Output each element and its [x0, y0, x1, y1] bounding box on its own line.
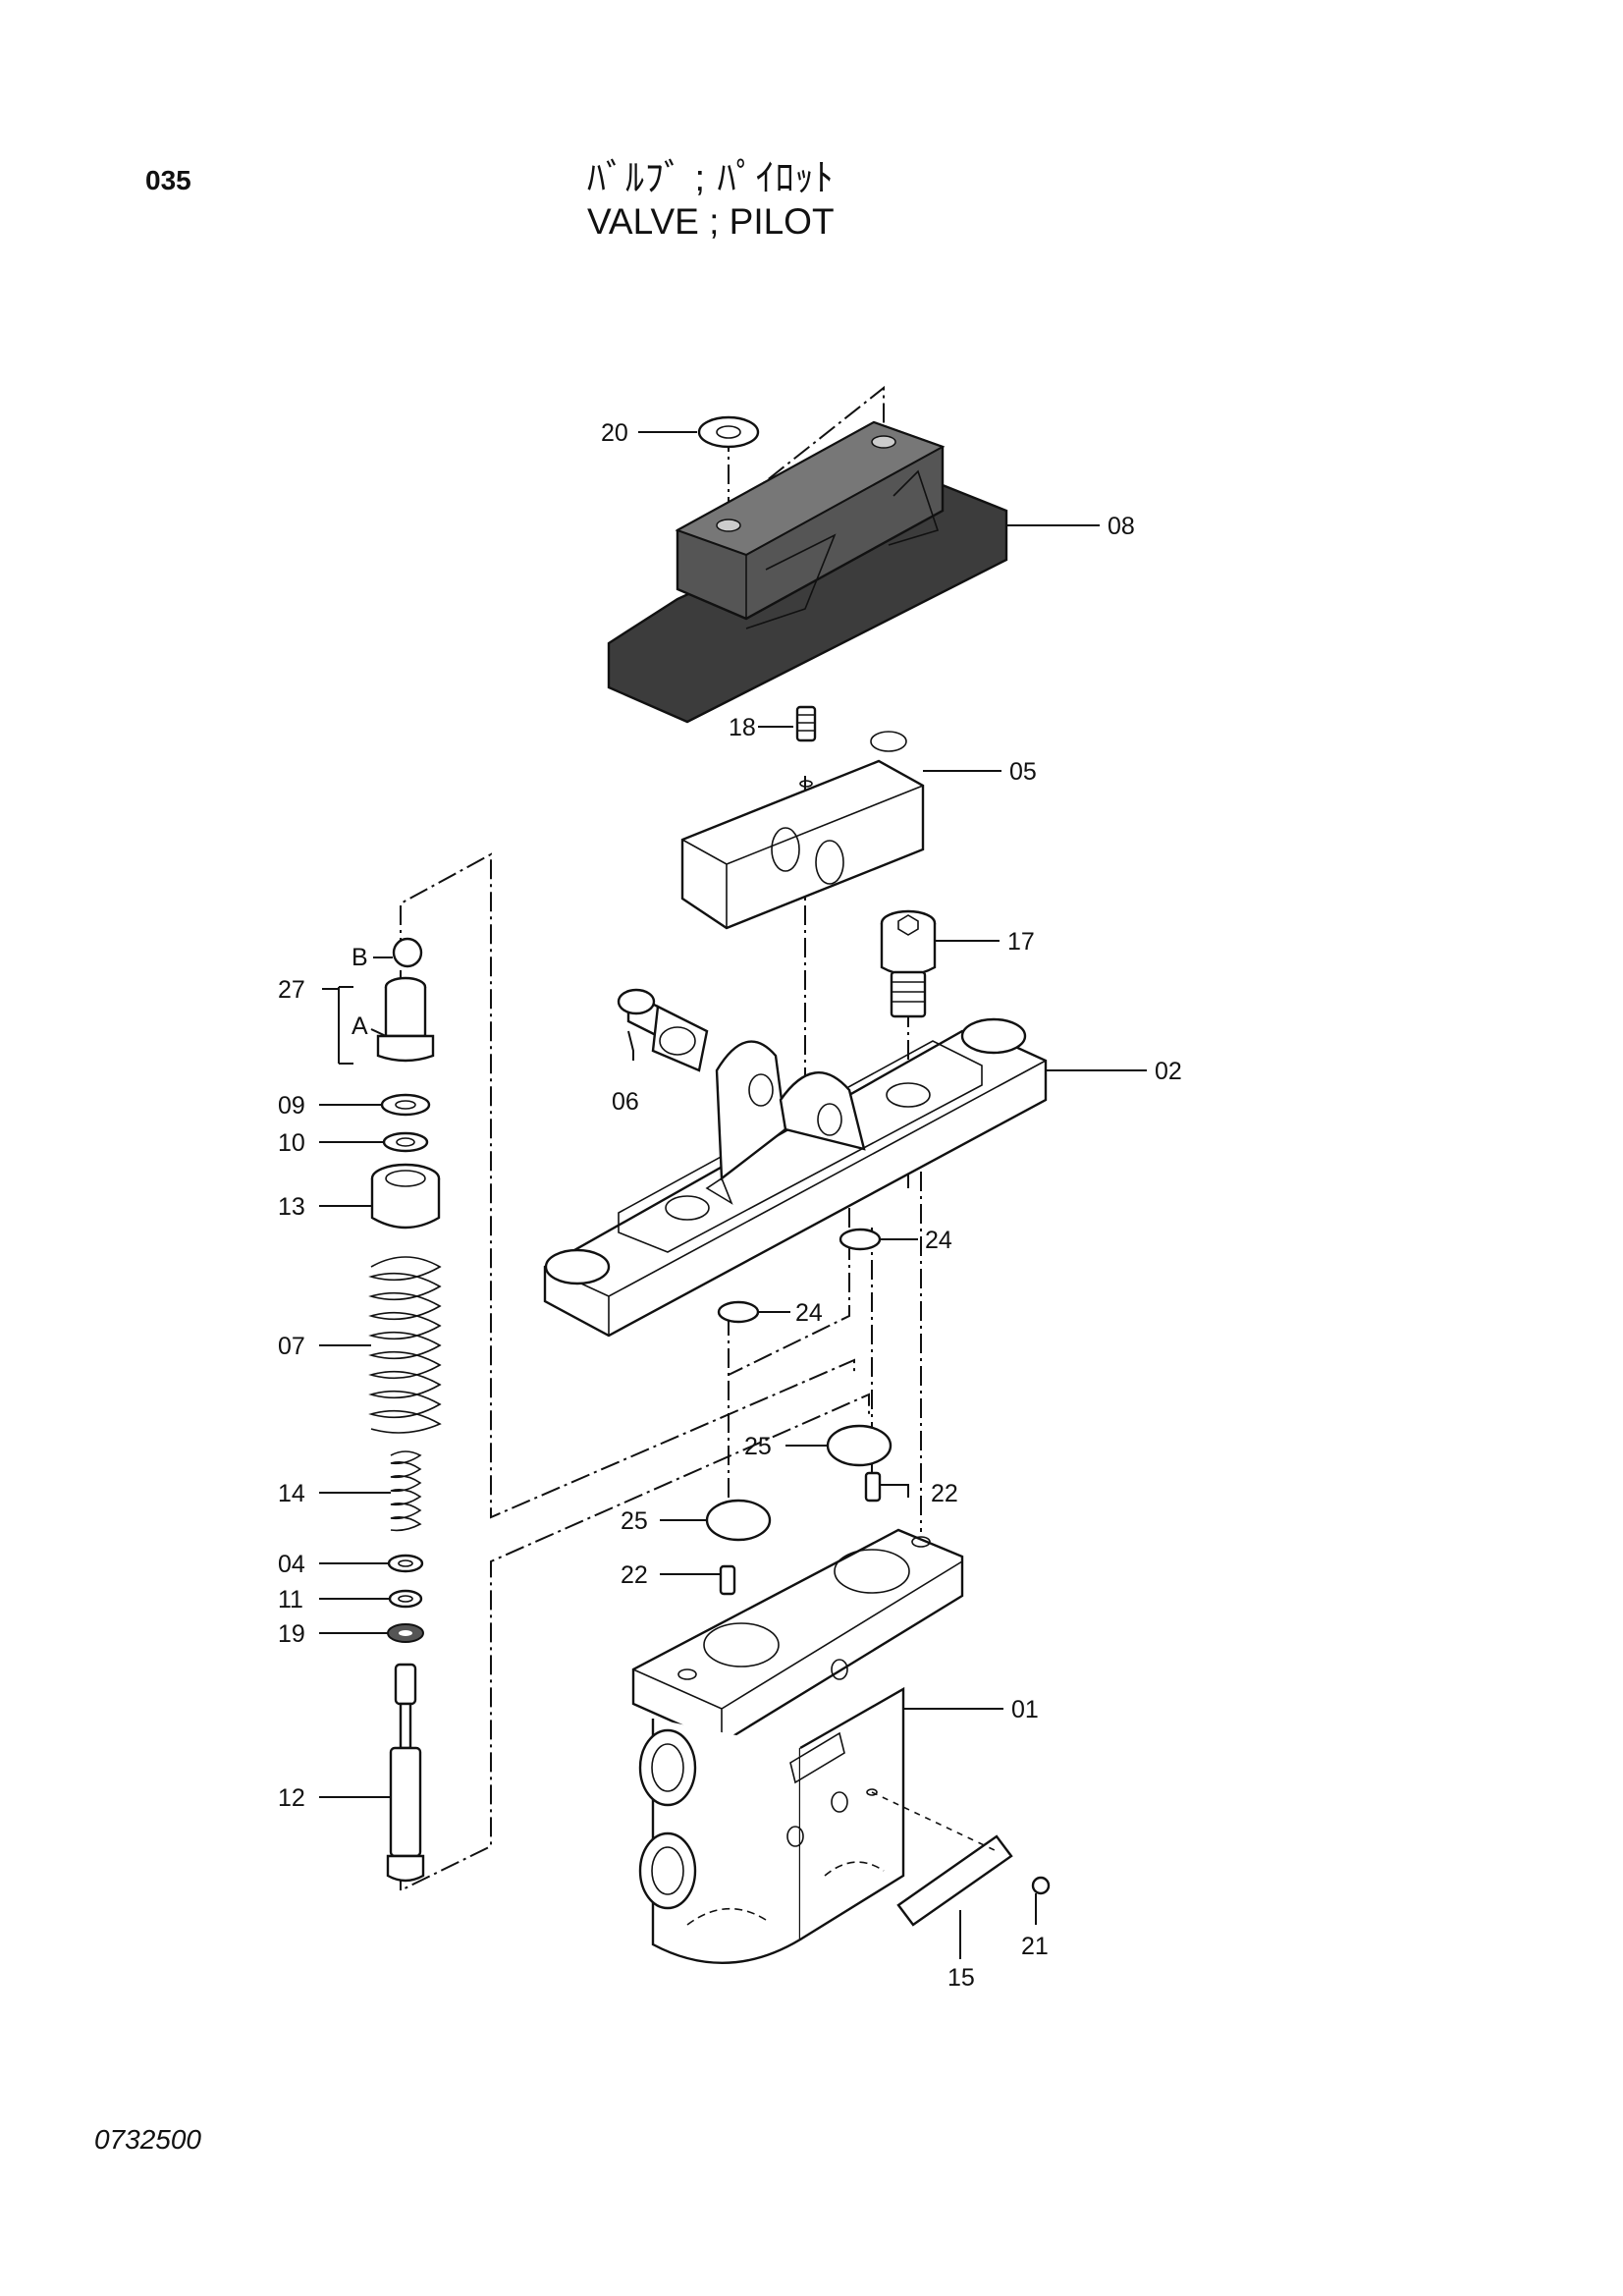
part-10-washer [382, 1131, 429, 1153]
callout-22-a: 22 [931, 1480, 958, 1507]
callout-13: 13 [278, 1193, 305, 1221]
part-09-washer [380, 1093, 431, 1117]
part-12-push-rod [386, 1663, 425, 1883]
part-11-washer [388, 1589, 423, 1609]
callout-02: 02 [1155, 1058, 1182, 1085]
part-18-set-screw [795, 705, 817, 788]
part-13-spring-seat [370, 1163, 441, 1230]
part-17-cap-screw [880, 909, 937, 1018]
part-20-washer [697, 415, 760, 449]
part-15-plate [871, 1791, 1013, 1927]
part-22-pins [719, 1471, 882, 1596]
callout-10: 10 [278, 1129, 305, 1157]
callout-14: 14 [278, 1480, 305, 1507]
callout-20: 20 [601, 419, 628, 447]
part-21-screw [1031, 1876, 1051, 1895]
callout-24-b: 24 [795, 1299, 823, 1327]
part-05-plate [680, 731, 925, 930]
callout-17: 17 [1007, 928, 1035, 956]
part-06-pin [617, 988, 709, 1072]
callout-25-a: 25 [744, 1433, 772, 1460]
callout-04: 04 [278, 1551, 305, 1578]
title-english: VALVE ; PILOT [587, 201, 835, 242]
callout-08: 08 [1108, 513, 1135, 540]
page-number: 035 [145, 165, 191, 195]
callout-09: 09 [278, 1092, 305, 1120]
callout-25-b: 25 [621, 1507, 648, 1535]
drawing-number: 0732500 [94, 2124, 202, 2155]
callout-19: 19 [278, 1620, 305, 1648]
callout-07: 07 [278, 1333, 305, 1360]
callout-labels: 20 08 18 05 17 27 B A 06 02 09 10 13 24 … [278, 419, 1182, 1992]
callout-11: 11 [278, 1586, 303, 1613]
callout-01: 01 [1011, 1696, 1039, 1723]
part-04-washer [387, 1554, 424, 1573]
part-02-casing [543, 1017, 1048, 1338]
callout-b: B [352, 944, 368, 971]
callout-21: 21 [1021, 1933, 1049, 1960]
callout-27: 27 [278, 976, 305, 1004]
leader-lines [319, 431, 1147, 1959]
callout-06: 06 [612, 1088, 639, 1116]
part-27-check-valve [376, 937, 435, 1063]
callout-a: A [352, 1012, 368, 1040]
part-01-body [631, 1528, 964, 1965]
part-07-spring [368, 1256, 442, 1434]
callout-24-a: 24 [925, 1227, 952, 1254]
callout-15: 15 [947, 1964, 975, 1992]
callout-12: 12 [278, 1784, 305, 1812]
callout-05: 05 [1009, 758, 1037, 786]
part-14-spring [390, 1450, 422, 1532]
part-25-o-rings [705, 1424, 893, 1542]
part-08-boot [607, 420, 1008, 724]
title-japanese: ﾊﾞﾙﾌﾞ ; ﾊﾟｲﾛｯﾄ [587, 158, 835, 199]
callout-22-b: 22 [621, 1561, 648, 1589]
part-19-seal [387, 1623, 424, 1643]
callout-18: 18 [729, 714, 756, 741]
